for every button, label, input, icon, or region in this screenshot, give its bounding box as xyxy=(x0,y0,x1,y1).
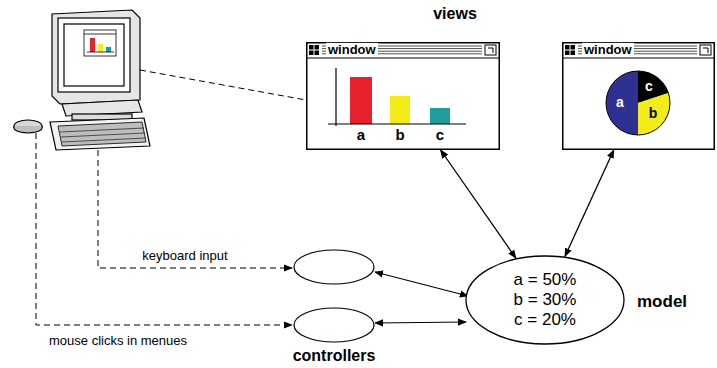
group-heading: views xyxy=(433,5,477,23)
model-value: c = 20% xyxy=(514,311,576,330)
node-heading: model xyxy=(637,293,687,312)
mouse-line xyxy=(36,133,292,325)
pie-label: c xyxy=(645,79,653,94)
controller-ellipse xyxy=(294,308,374,342)
input-label: keyboard input xyxy=(142,249,227,263)
model-value: b = 30% xyxy=(514,291,577,310)
window-icon xyxy=(309,45,319,55)
bidirectional-arrow xyxy=(441,150,516,258)
group-heading: controllers xyxy=(293,347,376,365)
view-window: window a b c xyxy=(306,42,500,150)
bidirectional-arrow xyxy=(565,150,614,256)
controller-ellipse xyxy=(294,250,374,284)
model-ellipse: a = 50%b = 30%c = 20%model xyxy=(465,255,625,345)
pie-label: a xyxy=(616,95,624,110)
bar-label: b xyxy=(395,127,404,144)
node-shape xyxy=(562,42,715,150)
pie-label: b xyxy=(649,106,658,121)
window-title: window xyxy=(326,43,378,57)
pie-chart xyxy=(606,71,670,135)
bar-label: a xyxy=(357,127,365,144)
view-window: window c a b xyxy=(562,42,715,150)
controller-model-arrow xyxy=(375,272,468,296)
computer-illustration xyxy=(14,10,150,150)
bar-label: c xyxy=(436,127,444,144)
input-label: mouse clicks in menues xyxy=(49,334,187,348)
bar-chart xyxy=(328,68,466,126)
model-value: a = 50% xyxy=(514,271,577,290)
controller-model-arrow xyxy=(375,322,466,323)
keyboard-line xyxy=(98,150,292,268)
display-line xyxy=(140,70,306,100)
window-icon xyxy=(565,45,575,55)
window-title: window xyxy=(582,43,634,57)
